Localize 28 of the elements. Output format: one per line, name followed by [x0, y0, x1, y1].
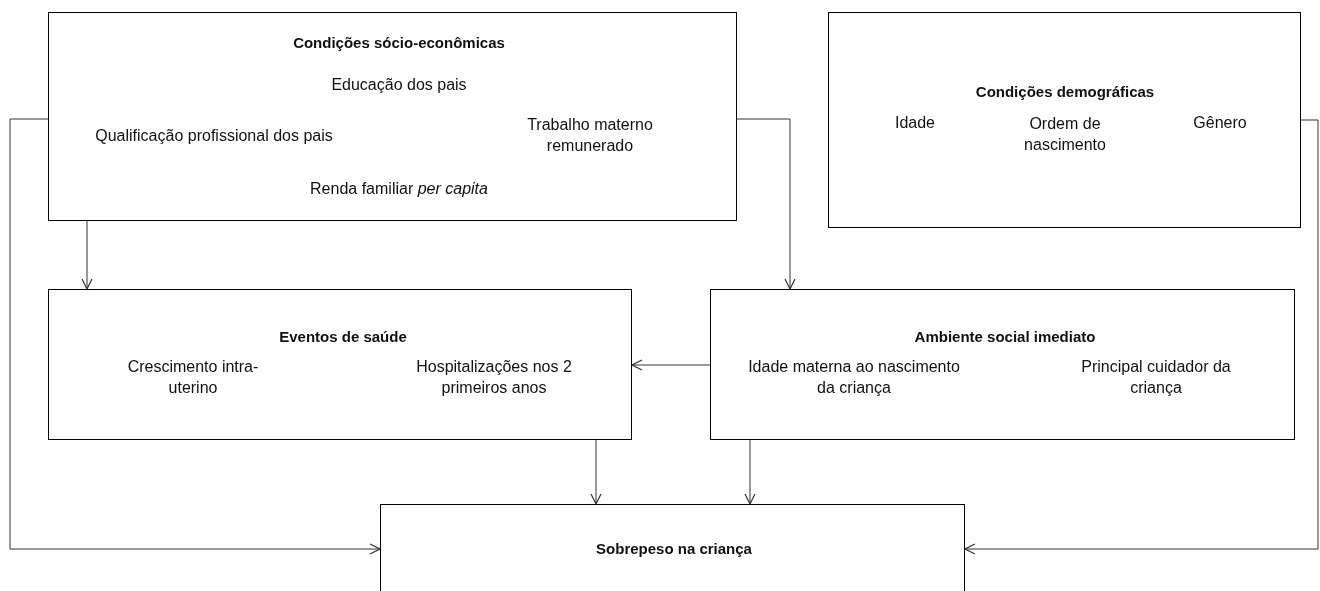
box-heading: Condições demográficas — [974, 82, 1156, 102]
arrow — [744, 439, 756, 505]
factor-box — [48, 12, 737, 221]
factor-text: Gênero — [1192, 112, 1248, 133]
factor-box — [380, 504, 965, 591]
factor-text: Crescimento intra-uterino — [126, 357, 260, 398]
factor-text: Idade — [893, 112, 936, 133]
factor-text: Trabalho materno remunerado — [526, 115, 654, 156]
factor-text: Qualificação profissional dos pais — [94, 125, 334, 146]
factor-text: Hospitalizações nos 2 primeiros anos — [415, 357, 573, 398]
arrow — [590, 439, 602, 505]
box-heading: Condições sócio-econômicas — [292, 33, 506, 53]
arrow — [964, 119, 1319, 555]
factor-text: Educação dos pais — [330, 74, 468, 95]
factor-box — [710, 289, 1295, 440]
arrow — [9, 118, 381, 555]
box-heading: Ambiente social imediato — [913, 327, 1097, 347]
factor-box — [48, 289, 632, 440]
factor-text: Ordem de nascimento — [1023, 114, 1107, 155]
box-heading: Eventos de saúde — [278, 327, 408, 347]
factor-text: Renda familiar per capita — [309, 178, 489, 199]
factor-text: Principal cuidador da criança — [1080, 357, 1232, 398]
factor-text: Idade materna ao nascimento da criança — [747, 357, 961, 398]
box-heading: Sobrepeso na criança — [595, 539, 753, 559]
arrow — [81, 220, 93, 290]
arrow — [631, 359, 711, 371]
factor-box — [828, 12, 1301, 228]
arrow — [736, 118, 796, 290]
